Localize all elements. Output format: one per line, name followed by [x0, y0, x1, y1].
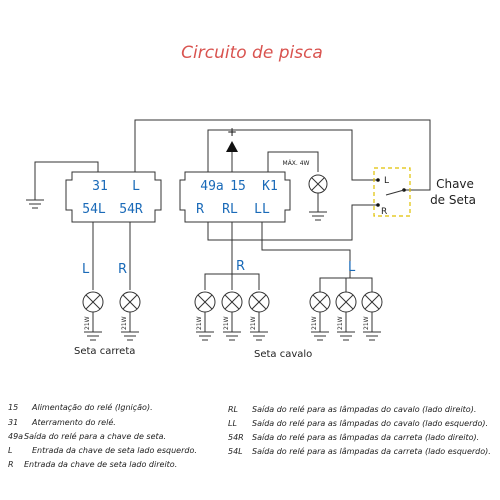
caption-seta-cavalo: Seta cavalo	[254, 349, 312, 360]
lamp-rating: 21W	[84, 316, 91, 330]
svg-text:Entrada da chave de seta lado: Entrada da chave de seta lado direito.	[24, 460, 177, 469]
lamp-rating: 21W	[196, 316, 203, 330]
svg-text:49a: 49a	[8, 432, 23, 441]
svg-text:+: +	[227, 125, 237, 139]
lamp-rating: 21W	[363, 316, 370, 330]
legend-right: RL Saída do relé para as lâmpadas do cav…	[228, 404, 491, 456]
wire-switch-R	[207, 204, 378, 241]
switch-pos-R: R	[381, 207, 387, 217]
pin-54R: 54R	[119, 202, 143, 217]
max-label: MÁX. 4W	[283, 160, 310, 167]
relay-cavalo: 49a 15 K1 R RL LL	[179, 171, 291, 223]
svg-text:54L: 54L	[228, 447, 243, 456]
wire-LL	[261, 216, 351, 278]
plus-arrow: +	[226, 125, 238, 152]
lamp-icon: 21W	[221, 291, 243, 341]
pin-LL: LL	[254, 202, 270, 217]
branch-carreta-right: R	[118, 262, 127, 277]
lamp-icon: 21W	[82, 291, 104, 341]
pin-K1: K1	[262, 179, 278, 194]
wire-L-to-switch	[134, 119, 431, 191]
page-title: Circuito de pisca	[181, 43, 323, 63]
svg-text:Saída do relé para as lâmpadas: Saída do relé para as lâmpadas da carret…	[252, 446, 491, 456]
svg-text:Alimentação do relé (Ignição).: Alimentação do relé (Ignição).	[31, 402, 153, 412]
lamp-rating: 21W	[250, 316, 257, 330]
svg-text:31: 31	[8, 418, 18, 427]
svg-text:15: 15	[8, 403, 18, 412]
lamp-icon: 21W	[361, 291, 383, 341]
wire-K1	[267, 151, 319, 172]
svg-text:Saída do relé para as lâmpadas: Saída do relé para as lâmpadas da carret…	[252, 432, 479, 442]
lamp-icon: 21W	[309, 291, 331, 341]
lamp-rating: 21W	[121, 316, 128, 330]
branch-right-group: L	[348, 260, 356, 275]
ground-symbol	[26, 199, 44, 209]
wire-49a-to-switch	[207, 129, 378, 181]
pin-R: R	[196, 202, 204, 217]
pin-RL: RL	[222, 202, 238, 217]
svg-text:54R: 54R	[228, 433, 244, 442]
pin-54L: 54L	[82, 202, 106, 217]
branch-cavalo: R	[236, 259, 245, 274]
legend-left: 15 Alimentação do relé (Ignição). 31 Ate…	[8, 402, 197, 469]
switch-label-2: de Seta	[430, 193, 476, 207]
indicator-lamp-icon	[308, 174, 328, 194]
switch-label-1: Chave	[436, 177, 474, 191]
lamp-rating: 21W	[337, 316, 344, 330]
lamp-icon: 21W	[119, 291, 141, 341]
pin-31: 31	[92, 179, 108, 194]
lamp-icon: 21W	[194, 291, 216, 341]
svg-text:L: L	[8, 446, 12, 455]
relay-carreta: 31 L 54L 54R	[65, 171, 162, 223]
svg-text:R: R	[8, 460, 14, 469]
pin-49a: 49a	[200, 179, 223, 194]
ground-symbol	[309, 211, 327, 221]
lamp-rating: 21W	[311, 316, 318, 330]
wire-ground-31	[34, 161, 99, 200]
svg-text:LL: LL	[228, 419, 237, 428]
svg-text:Saída do relé para a chave de: Saída do relé para a chave de seta.	[24, 431, 166, 441]
pin-L: L	[132, 179, 140, 194]
svg-text:Aterramento do relé.: Aterramento do relé.	[31, 417, 116, 427]
svg-text:RL: RL	[228, 405, 238, 414]
pin-15: 15	[230, 179, 246, 194]
svg-text:Saída do relé para as lâmpadas: Saída do relé para as lâmpadas do cavalo…	[252, 418, 488, 428]
turn-signal-switch: L R	[373, 167, 411, 217]
caption-seta-carreta: Seta carreta	[74, 346, 135, 357]
switch-pos-L: L	[384, 176, 389, 186]
lamp-icon: 21W	[335, 291, 357, 341]
lamp-rating: 21W	[223, 316, 230, 330]
svg-text:Entrada da chave de seta lado: Entrada da chave de seta lado esquerdo.	[32, 446, 197, 455]
lamp-icon: 21W	[248, 291, 270, 341]
svg-text:Saída do relé para as lâmpadas: Saída do relé para as lâmpadas do cavalo…	[252, 404, 476, 414]
branch-carreta-left: L	[82, 262, 90, 277]
